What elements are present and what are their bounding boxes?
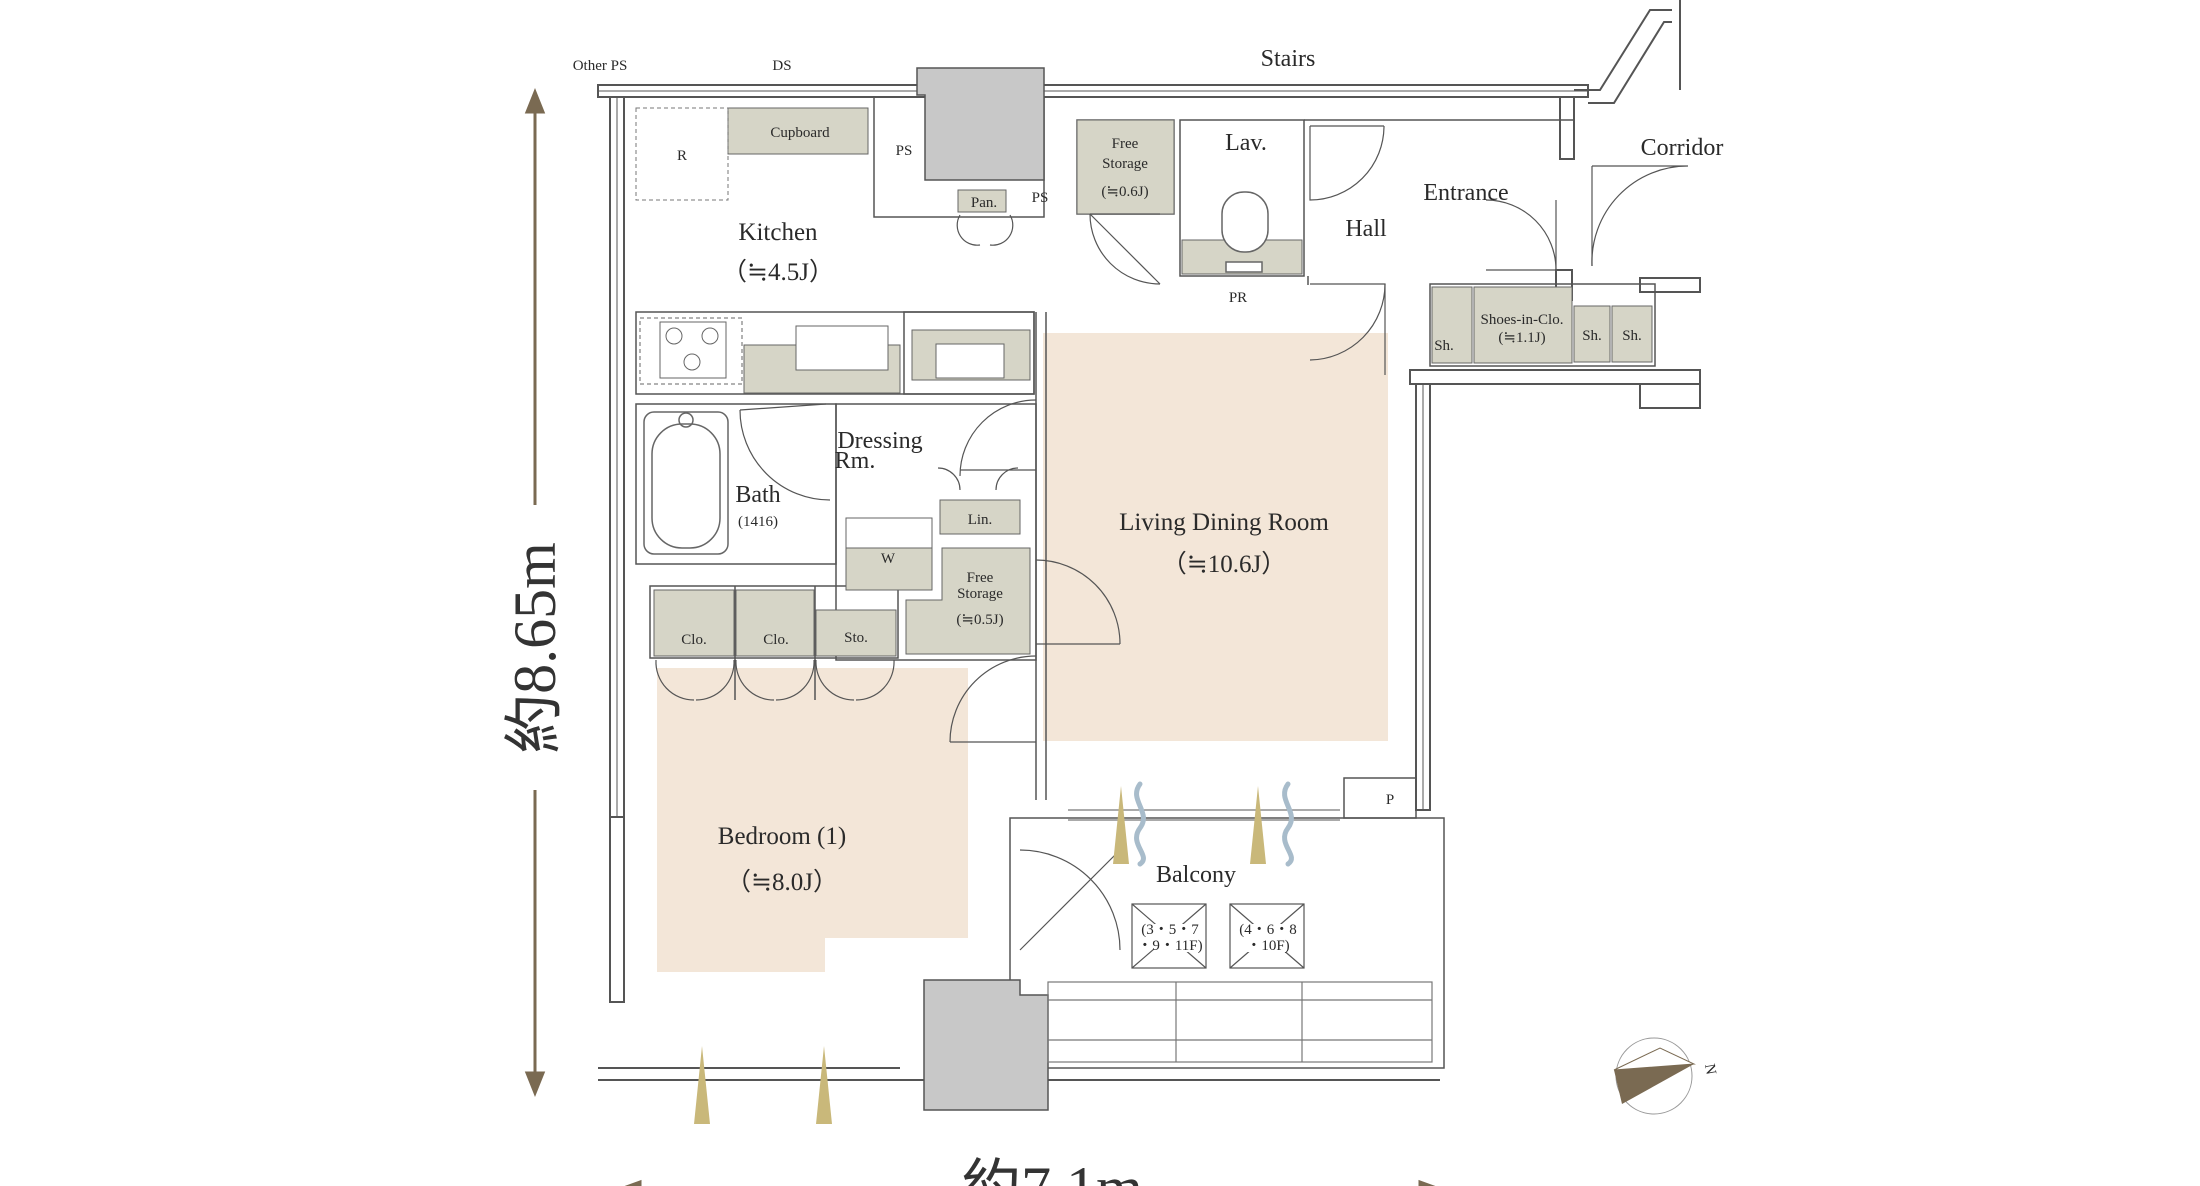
p-label: P [1386, 792, 1394, 808]
doors [655, 125, 1689, 951]
bedroom-area: （≒8.0J） [726, 868, 838, 896]
clo-label-2: Clo. [763, 632, 788, 648]
ldr-floor [1043, 333, 1388, 741]
column-top [916, 67, 1045, 181]
columns [916, 67, 1049, 1111]
pan-storage [957, 189, 1007, 213]
kitchen-sink-basin [935, 343, 1005, 379]
w-storage [845, 545, 933, 591]
other-ps-label: Other PS [573, 58, 628, 74]
w-label: W [881, 551, 896, 567]
stairs-label: Stairs [1261, 46, 1316, 72]
height-dimension: 約8.65m [502, 542, 568, 754]
unit2-line2: ・10F) [1246, 938, 1289, 954]
dimension-height-arrow [524, 87, 546, 1098]
ps-label-2: PS [1032, 190, 1049, 206]
pr-label: PR [1229, 290, 1247, 306]
kitchen-area: （≒4.5J） [722, 258, 834, 286]
sink-basin [795, 325, 889, 371]
shoes-main [1473, 286, 1573, 364]
sh-label-3: Sh. [1622, 328, 1642, 344]
sto [815, 609, 897, 657]
shoes-sh-left [1431, 286, 1473, 364]
ldr-area: （≒10.6J） [1162, 550, 1286, 578]
lin-storage [939, 499, 1021, 535]
walls [597, 0, 1701, 1081]
clo-label-1: Clo. [681, 632, 706, 648]
lav-label: Lav. [1225, 130, 1267, 156]
dressing-label-2: Rm. [835, 448, 876, 474]
sh-label-1: Sh. [1434, 338, 1454, 354]
compass-icon [1613, 1037, 1696, 1115]
dressing-label: Dressing [837, 428, 922, 454]
bath-size: (1416) [738, 514, 778, 530]
bathtub [643, 411, 729, 555]
r-label: R [677, 148, 687, 164]
bedroom-floor [657, 668, 968, 972]
clo-2 [735, 589, 815, 657]
ldr-label: Living Dining Room [1119, 509, 1329, 536]
unit2-line1: (4・6・8 [1239, 922, 1297, 938]
shoes-sh2 [1611, 305, 1653, 363]
ps-label-1: PS [896, 143, 913, 159]
air-flow-markers [694, 786, 1266, 1124]
free-storage-2 [905, 547, 1031, 655]
free-storage-1-line1: Free [1112, 136, 1139, 152]
unit1-line2: ・9・11F) [1137, 938, 1202, 954]
shoes-label: Shoes-in-Clo. [1481, 312, 1564, 328]
unit1-line1: (3・5・7 [1141, 922, 1199, 938]
fridge-outline [635, 107, 729, 201]
sh-label-2: Sh. [1582, 328, 1602, 344]
entrance-label: Entrance [1423, 180, 1508, 206]
stove [639, 317, 743, 385]
compass-north-label: N [1701, 1063, 1719, 1077]
storage-fills [653, 107, 1653, 657]
free-storage-1-area: (≒0.6J) [1101, 184, 1148, 200]
ds-label: DS [772, 58, 791, 74]
free-storage-2-line1: Free [967, 570, 994, 586]
cupboard-label: Cupboard [770, 125, 830, 141]
shoes-area: (≒1.1J) [1498, 330, 1545, 346]
washbasin [845, 517, 933, 549]
free-storage-1 [1076, 119, 1175, 215]
clo-1 [653, 589, 735, 657]
balcony-label: Balcony [1156, 862, 1236, 888]
balcony-railing [1047, 809, 1433, 1063]
shoes-sh1 [1573, 305, 1611, 363]
free-storage-2-area: (≒0.5J) [956, 612, 1003, 628]
free-storage-2-line2: Storage [957, 586, 1003, 602]
hall-label: Hall [1345, 216, 1387, 242]
bedroom-label: Bedroom (1) [718, 823, 846, 850]
free-storage-1-line2: Storage [1102, 156, 1148, 172]
width-dimension: 約7.1m [961, 1155, 1143, 1186]
toilet [1221, 191, 1269, 273]
kitchen-label: Kitchen [738, 219, 818, 246]
pan-label: Pan. [971, 195, 997, 211]
dimension-width-arrow [624, 1179, 1436, 1186]
breeze-markers [1134, 781, 1294, 867]
bath-label: Bath [735, 482, 780, 508]
lin-label: Lin. [968, 512, 993, 528]
sto-label: Sto. [844, 630, 868, 646]
column-bottom [923, 979, 1049, 1111]
corridor-label: Corridor [1641, 135, 1724, 161]
